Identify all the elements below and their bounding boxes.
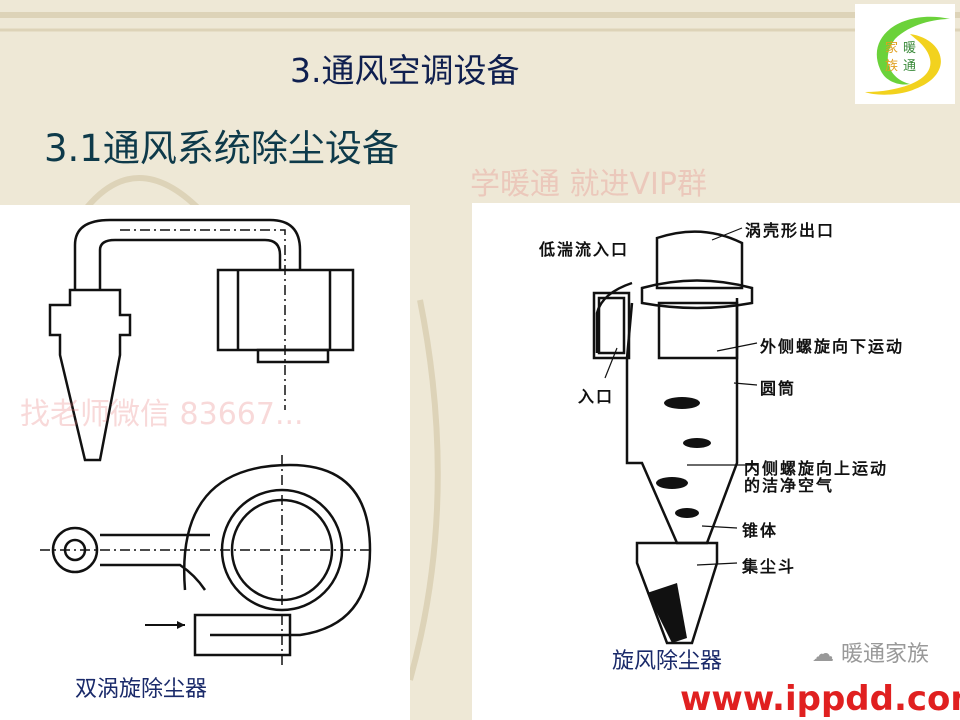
- svg-text:族: 族: [885, 58, 898, 74]
- cyclone-dust-collector-figure: 涡壳形出口 低湍流入口 外侧螺旋向下运动 圆筒 入口 内侧螺旋向上运动 的洁净空…: [472, 203, 960, 720]
- wechat-icon: ☁: [812, 642, 834, 667]
- watermark-line-1: 学暖通 就进VIP群: [470, 167, 707, 202]
- double-vortex-dust-collector-figure: 双涡旋除尘器: [0, 205, 410, 720]
- label-outer-spiral: 外侧螺旋向下运动: [760, 337, 905, 356]
- svg-text:暖: 暖: [903, 41, 916, 56]
- label-cylinder: 圆筒: [760, 379, 797, 398]
- label-hopper: 集尘斗: [742, 557, 797, 576]
- slide-subtitle: 3.1通风系统除尘设备: [44, 127, 399, 170]
- wechat-account: ☁ 暖通家族: [812, 636, 929, 668]
- svg-text:家: 家: [885, 40, 898, 56]
- label-low-turbulence-inlet: 低湍流入口: [539, 240, 630, 259]
- logo-icon: 家 暖 族 通: [865, 16, 950, 95]
- label-inner-spiral: 内侧螺旋向上运动: [744, 459, 889, 478]
- label-cone: 锥体: [742, 521, 779, 540]
- slide-title: 3.通风空调设备: [290, 51, 520, 90]
- label-clean-air: 的洁净空气: [744, 476, 835, 495]
- wechat-account-name: 暖通家族: [841, 642, 930, 667]
- double-vortex-diagram: [40, 218, 372, 665]
- right-figure-caption: 旋风除尘器: [612, 649, 723, 674]
- label-inlet: 入口: [578, 387, 615, 406]
- site-url: www.ippdd.com: [680, 679, 960, 719]
- watermark-line-2: 找老师微信 83667...: [20, 397, 304, 432]
- logo: 家 暖 族 通: [855, 4, 955, 104]
- cyclone-diagram: [592, 227, 758, 645]
- label-outlet: 涡壳形出口: [745, 221, 836, 240]
- left-figure-caption: 双涡旋除尘器: [75, 677, 208, 702]
- svg-text:通: 通: [903, 59, 916, 74]
